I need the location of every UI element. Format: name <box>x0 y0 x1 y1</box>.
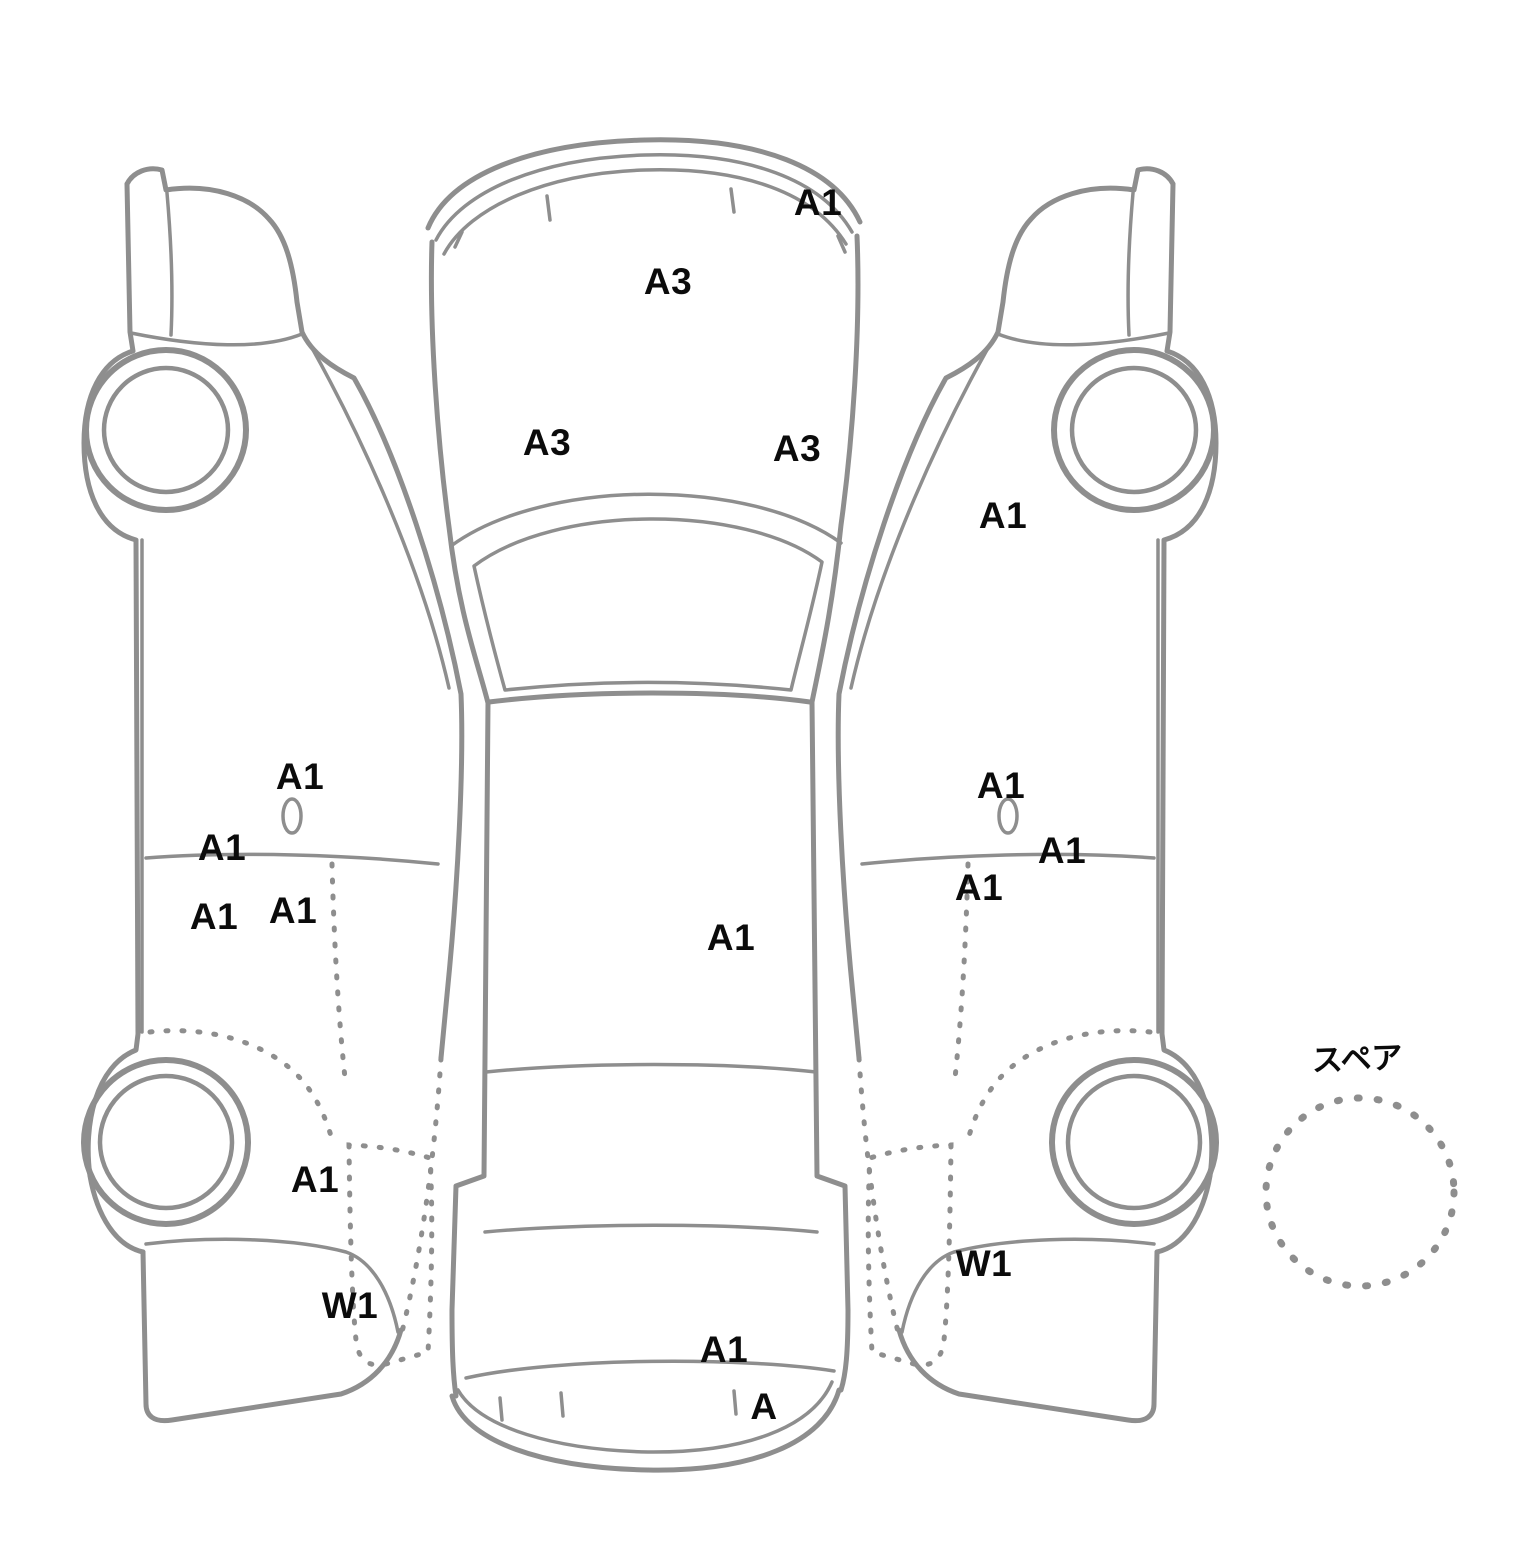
trunk-front-line <box>483 1223 819 1234</box>
spare-tire-icon <box>1262 1094 1458 1290</box>
damage-code-left-side-a1: A1 <box>197 827 247 868</box>
roof-front-edge <box>486 690 813 705</box>
damage-code-top-a3: A3 <box>522 422 572 463</box>
front-bumper-outer-arc <box>425 137 863 231</box>
damage-code-right-side-a1: A1 <box>954 867 1004 908</box>
damage-code-right-side-a1: A1 <box>976 765 1026 806</box>
rear-bumper-outer-arc <box>449 1387 842 1473</box>
damage-code-top-a1: A1 <box>699 1329 749 1370</box>
damage-code-left-side-a1: A1 <box>290 1159 340 1200</box>
damage-code-right-side-w1: W1 <box>955 1243 1013 1284</box>
front-cowl-arc <box>442 168 848 256</box>
body-side-left <box>428 239 491 1399</box>
rear-bumper-inner-arc <box>456 1380 834 1454</box>
rear-bumper-segments <box>498 1389 738 1422</box>
damage-code-top-a3: A3 <box>772 428 822 469</box>
damage-code-right-side-a1: A1 <box>978 495 1028 536</box>
front-bumper-inner-arc <box>434 153 854 242</box>
damage-code-top-a: A <box>750 1386 778 1427</box>
damage-code-left-side-w1: W1 <box>321 1285 379 1326</box>
damage-code-left-side-a1: A1 <box>275 756 325 797</box>
damage-code-top-a1: A1 <box>706 917 756 958</box>
body-side-right <box>809 233 861 1393</box>
damage-code-right-side-a1: A1 <box>1037 830 1087 871</box>
damage-code-top-a3: A3 <box>643 261 693 302</box>
front-cowl-segments <box>453 187 847 254</box>
top-view <box>425 137 863 1473</box>
damage-code-left-side-a1: A1 <box>189 896 239 937</box>
trunk-rear-edge <box>464 1359 836 1380</box>
roof-rear-line <box>484 1062 818 1074</box>
spare-tire-view <box>1262 1094 1458 1290</box>
spare-tire-label: スペア <box>1311 1039 1404 1079</box>
windshield-glass <box>472 517 824 692</box>
damage-code-top-a1: A1 <box>793 182 843 223</box>
hood-rear-edge <box>449 492 843 548</box>
damage-code-left-side-a1: A1 <box>268 890 318 931</box>
